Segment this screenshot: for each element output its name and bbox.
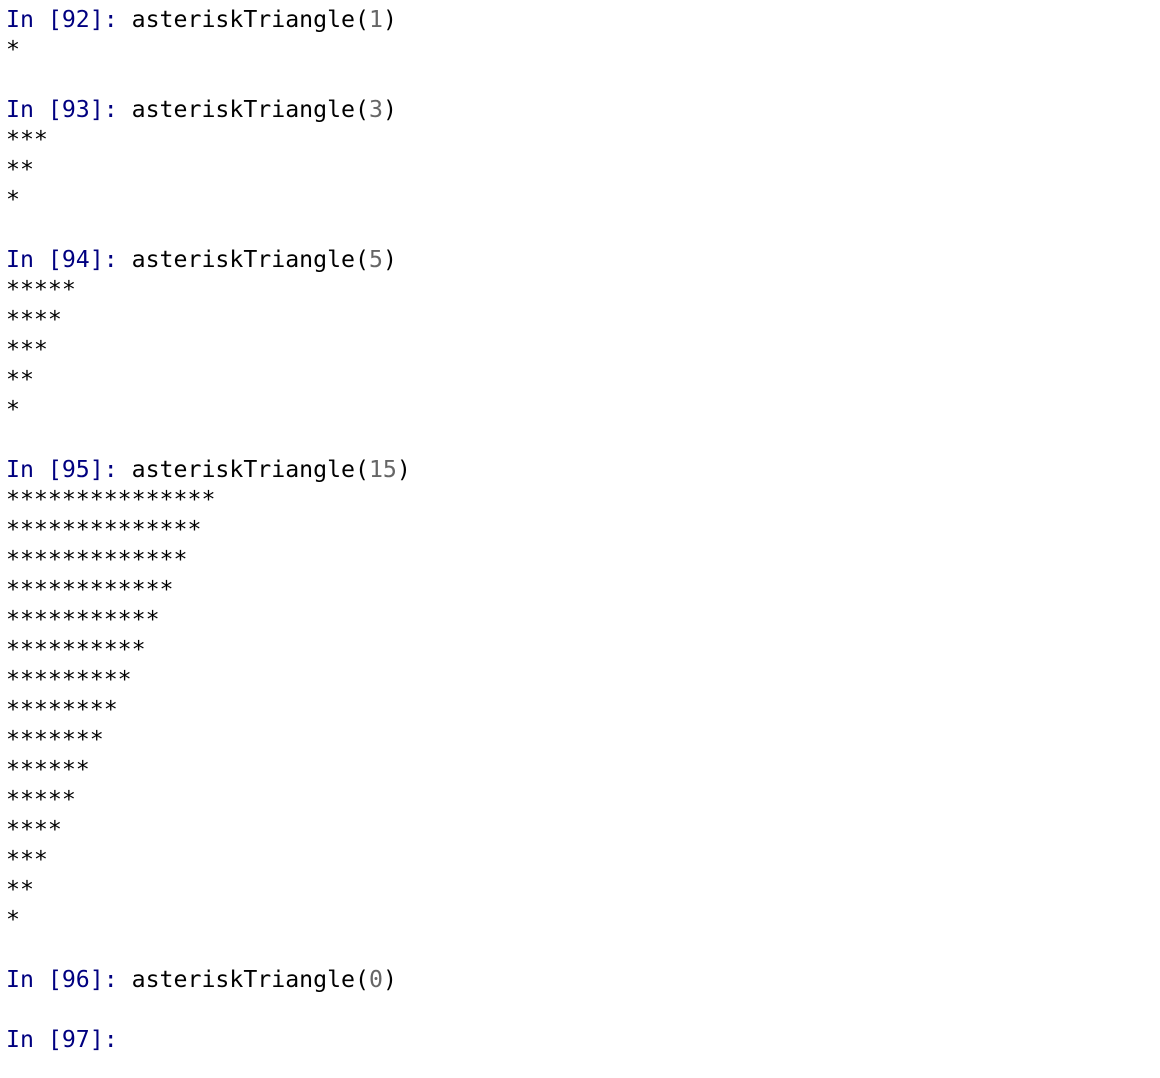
output-line: * <box>6 906 20 933</box>
output-line: * <box>6 396 20 423</box>
input-prompt: In [93]: <box>6 96 132 123</box>
output-line: **** <box>6 816 62 843</box>
code-close-paren: ) <box>382 96 397 123</box>
input-prompt: In [96]: <box>6 966 132 993</box>
code-function: asteriskTriangle( <box>131 966 369 993</box>
output-line: **** <box>6 306 62 333</box>
blank-line <box>6 935 1160 965</box>
code-argument: 1 <box>368 6 383 33</box>
input-line: In [92]: asteriskTriangle(1) <box>6 5 1160 35</box>
code-argument: 3 <box>368 96 383 123</box>
input-prompt: In [95]: <box>6 456 132 483</box>
output-line: ** <box>6 156 34 183</box>
output-line: ***** <box>6 786 76 813</box>
output-line: *************** <box>6 486 216 513</box>
output-line: ******* <box>6 726 104 753</box>
code-function: asteriskTriangle( <box>131 6 369 33</box>
code-close-paren: ) <box>382 966 397 993</box>
code-close-paren: ) <box>382 6 397 33</box>
input-prompt: In [97]: <box>6 1026 132 1053</box>
input-prompt-line-active[interactable]: In [97]: <box>6 1025 1160 1055</box>
output-line: * <box>6 186 20 213</box>
output-line: ********** <box>6 636 146 663</box>
input-prompt: In [92]: <box>6 6 132 33</box>
output-line: ************ <box>6 576 174 603</box>
output-line: ************** <box>6 516 202 543</box>
output-line: ** <box>6 876 34 903</box>
input-line: In [94]: asteriskTriangle(5) <box>6 245 1160 275</box>
output-line: ***** <box>6 276 76 303</box>
blank-line <box>6 425 1160 455</box>
code-function: asteriskTriangle( <box>131 96 369 123</box>
output-line: *** <box>6 846 48 873</box>
input-line: In [95]: asteriskTriangle(15) <box>6 455 1160 485</box>
blank-line <box>6 215 1160 245</box>
blank-line <box>6 65 1160 95</box>
output-line: ****** <box>6 756 90 783</box>
code-argument: 5 <box>368 246 383 273</box>
output-line: *********** <box>6 606 160 633</box>
code-close-paren: ) <box>396 456 411 483</box>
code-argument: 15 <box>368 456 397 483</box>
input-prompt: In [94]: <box>6 246 132 273</box>
output-line: ********* <box>6 666 132 693</box>
code-function: asteriskTriangle( <box>131 246 369 273</box>
code-argument: 0 <box>368 966 383 993</box>
ipython-terminal[interactable]: In [92]: asteriskTriangle(1)*In [93]: as… <box>0 0 1160 1055</box>
code-close-paren: ) <box>382 246 397 273</box>
output-line: *** <box>6 126 48 153</box>
input-line: In [93]: asteriskTriangle(3) <box>6 95 1160 125</box>
input-line: In [96]: asteriskTriangle(0) <box>6 965 1160 995</box>
output-line: ************* <box>6 546 188 573</box>
output-line: ******** <box>6 696 118 723</box>
output-line: * <box>6 36 20 63</box>
blank-line <box>6 995 1160 1025</box>
code-function: asteriskTriangle( <box>131 456 369 483</box>
output-line: ** <box>6 366 34 393</box>
output-line: *** <box>6 336 48 363</box>
